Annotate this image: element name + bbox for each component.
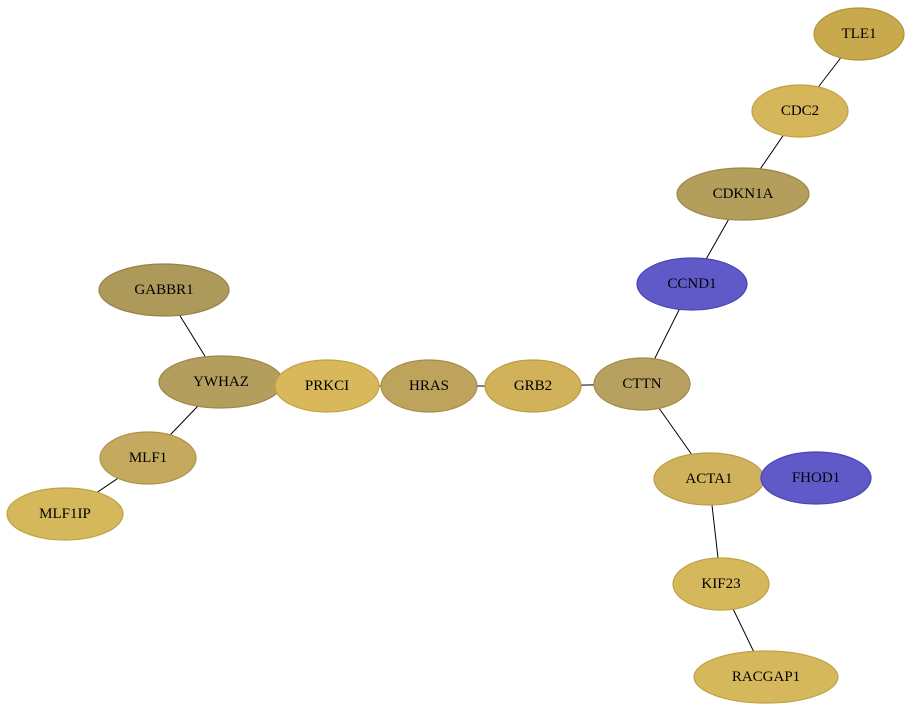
node-acta1[interactable]: ACTA1 (653, 452, 765, 506)
node-label: CDKN1A (713, 186, 774, 202)
node-ywhaz[interactable]: YWHAZ (158, 355, 284, 409)
node-grb2[interactable]: GRB2 (484, 359, 582, 413)
node-racgap1[interactable]: RACGAP1 (693, 650, 839, 704)
node-kif23[interactable]: KIF23 (672, 557, 770, 611)
node-ellipse (672, 557, 770, 611)
node-ellipse (751, 84, 849, 138)
node-label: RACGAP1 (732, 669, 800, 685)
node-ccnd1[interactable]: CCND1 (636, 257, 748, 311)
node-label: ACTA1 (685, 471, 732, 487)
node-label: CTTN (622, 376, 661, 392)
node-cdkn1a[interactable]: CDKN1A (676, 167, 810, 221)
node-fhod1[interactable]: FHOD1 (760, 451, 872, 505)
node-cttn[interactable]: CTTN (593, 357, 691, 411)
node-ellipse (813, 7, 905, 61)
node-label: YWHAZ (193, 374, 249, 390)
node-label: KIF23 (701, 576, 740, 592)
node-ellipse (98, 263, 230, 317)
node-tle1[interactable]: TLE1 (813, 7, 905, 61)
node-label: FHOD1 (792, 470, 840, 486)
node-label: MLF1 (129, 450, 167, 466)
node-ellipse (6, 487, 124, 541)
node-ellipse (636, 257, 748, 311)
node-ellipse (593, 357, 691, 411)
node-prkci[interactable]: PRKCI (274, 359, 380, 413)
node-label: MLF1IP (39, 506, 91, 522)
node-label: GABBR1 (134, 282, 193, 298)
node-ellipse (484, 359, 582, 413)
node-mlf1ip[interactable]: MLF1IP (6, 487, 124, 541)
node-label: GRB2 (514, 378, 552, 394)
node-label: CDC2 (781, 103, 819, 119)
node-gabbr1[interactable]: GABBR1 (98, 263, 230, 317)
node-ellipse (99, 431, 197, 485)
node-label: PRKCI (305, 378, 349, 394)
node-ellipse (693, 650, 839, 704)
node-hras[interactable]: HRAS (380, 359, 478, 413)
node-mlf1[interactable]: MLF1 (99, 431, 197, 485)
node-cdc2[interactable]: CDC2 (751, 84, 849, 138)
node-label: TLE1 (842, 26, 877, 42)
node-label: CCND1 (667, 276, 716, 292)
node-ellipse (380, 359, 478, 413)
node-ellipse (676, 167, 810, 221)
node-ellipse (274, 359, 380, 413)
node-label: HRAS (409, 378, 449, 394)
node-ellipse (760, 451, 872, 505)
